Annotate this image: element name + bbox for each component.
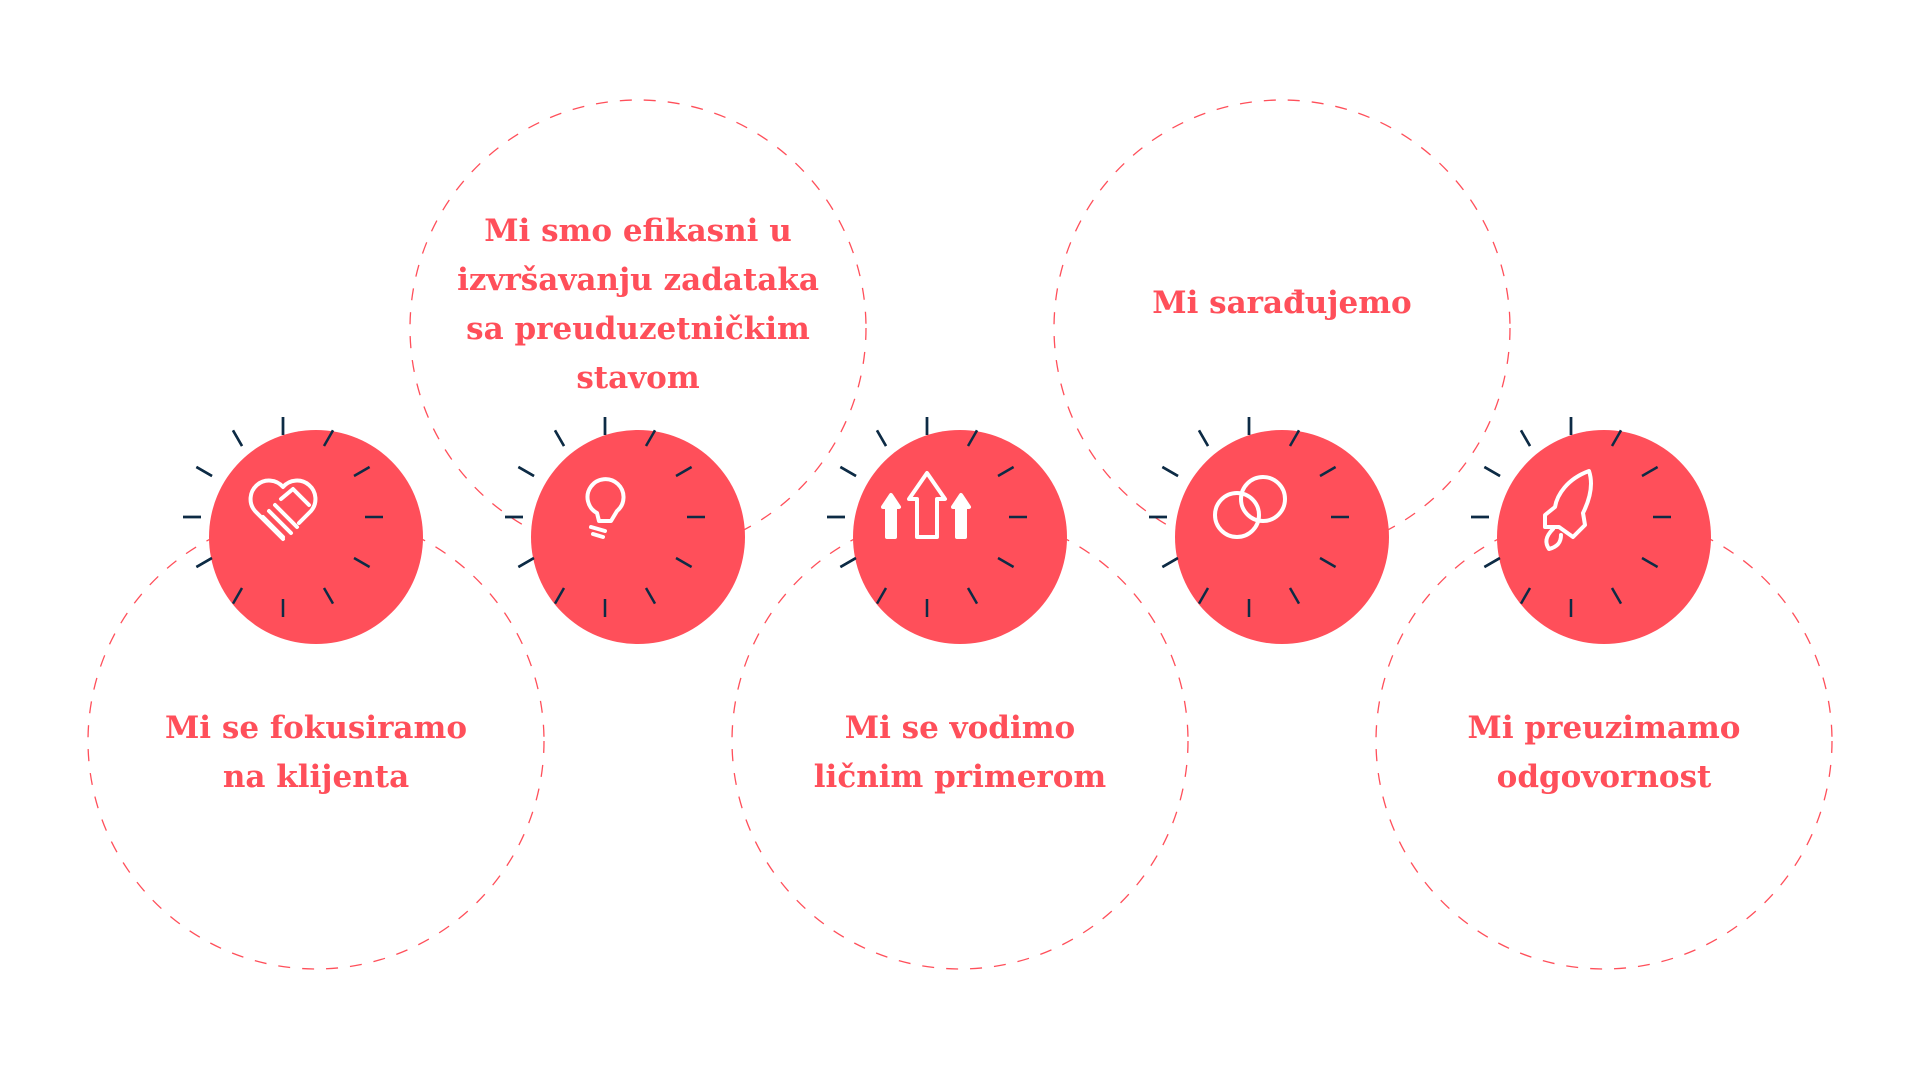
tick-mark: [644, 429, 657, 447]
burst-ticks-overlay: [1471, 417, 1671, 617]
value-badge: [209, 430, 423, 644]
tick-mark: [1288, 587, 1301, 605]
dashed-ring: [1053, 99, 1511, 557]
tick-mark: [353, 556, 371, 569]
tick-mark: [517, 465, 535, 478]
tick-mark: [231, 587, 244, 605]
dashed-ring: [731, 512, 1189, 970]
dashed-ring: [87, 512, 545, 970]
tick-mark: [195, 556, 213, 569]
tick-mark: [1197, 587, 1210, 605]
tick-mark: [997, 556, 1015, 569]
tick-mark: [195, 465, 213, 478]
burst-ticks-overlay: [183, 417, 383, 617]
tick-mark: [517, 556, 535, 569]
tick-mark: [553, 429, 566, 447]
tick-mark: [1519, 587, 1532, 605]
handshake-heart-icon: [248, 478, 318, 541]
value-label-line: Mi se vodimo: [845, 710, 1075, 746]
value-label-line: Mi se fokusiramo: [165, 710, 467, 746]
tick-mark: [1483, 465, 1501, 478]
tick-mark: [322, 587, 335, 605]
value-item: Mi se vodimo ličnim primerom: [731, 417, 1189, 970]
burst-ticks-overlay: [1149, 417, 1349, 617]
value-label-line: na klijenta: [223, 759, 409, 795]
tick-mark: [1483, 556, 1501, 569]
burst-ticks-overlay: [827, 417, 1027, 617]
tick-mark: [675, 556, 693, 569]
value-item: Mi sarađujemo: [1053, 99, 1511, 644]
value-label-line: Mi smo efikasni u: [484, 213, 792, 249]
tick-mark: [353, 465, 371, 478]
value-item: Mi smo efikasni u izvršavanju zadataka sa …: [409, 99, 867, 644]
lightbulb-icon: [585, 477, 626, 539]
tick-mark: [231, 429, 244, 447]
dashed-ring: [409, 99, 867, 557]
tick-mark: [1161, 556, 1179, 569]
tick-mark: [1319, 556, 1337, 569]
tick-mark: [966, 587, 979, 605]
rocket-icon: [1543, 469, 1593, 551]
tick-mark: [322, 429, 335, 447]
value-item: Mi se fokusiramo na klijenta: [87, 417, 545, 970]
value-label-line: Mi preuzimamo: [1468, 710, 1741, 746]
value-label-line: stavom: [576, 360, 700, 396]
tick-mark: [1197, 429, 1210, 447]
burst-ticks-overlay: [505, 417, 705, 617]
value-label-line: izvršavanju zadataka: [457, 262, 819, 298]
tick-mark: [875, 587, 888, 605]
value-badge: [1497, 430, 1711, 644]
tick-mark: [1610, 587, 1623, 605]
tick-mark: [553, 587, 566, 605]
value-label-line: ličnim primerom: [814, 759, 1107, 795]
value-label-line: Mi sarađujemo: [1152, 285, 1411, 321]
value-item: Mi preuzimamo odgovornost: [1375, 417, 1833, 970]
dashed-ring: [1375, 512, 1833, 970]
tick-mark: [1319, 465, 1337, 478]
tick-mark: [1641, 556, 1659, 569]
value-badge: [1175, 430, 1389, 644]
tick-mark: [1288, 429, 1301, 447]
tick-mark: [644, 587, 657, 605]
tick-mark: [997, 465, 1015, 478]
value-label-line: sa preuduzetničkim: [466, 311, 810, 347]
value-badge: [531, 430, 745, 644]
tick-mark: [1641, 465, 1659, 478]
value-label-line: odgovornost: [1497, 759, 1712, 795]
tick-mark: [875, 429, 888, 447]
tick-mark: [1610, 429, 1623, 447]
tick-mark: [839, 556, 857, 569]
arrows-up-icon: [881, 471, 971, 539]
tick-mark: [966, 429, 979, 447]
tick-mark: [839, 465, 857, 478]
tick-mark: [1161, 465, 1179, 478]
linked-rings-icon: [1213, 475, 1287, 539]
tick-mark: [1519, 429, 1532, 447]
tick-mark: [675, 465, 693, 478]
